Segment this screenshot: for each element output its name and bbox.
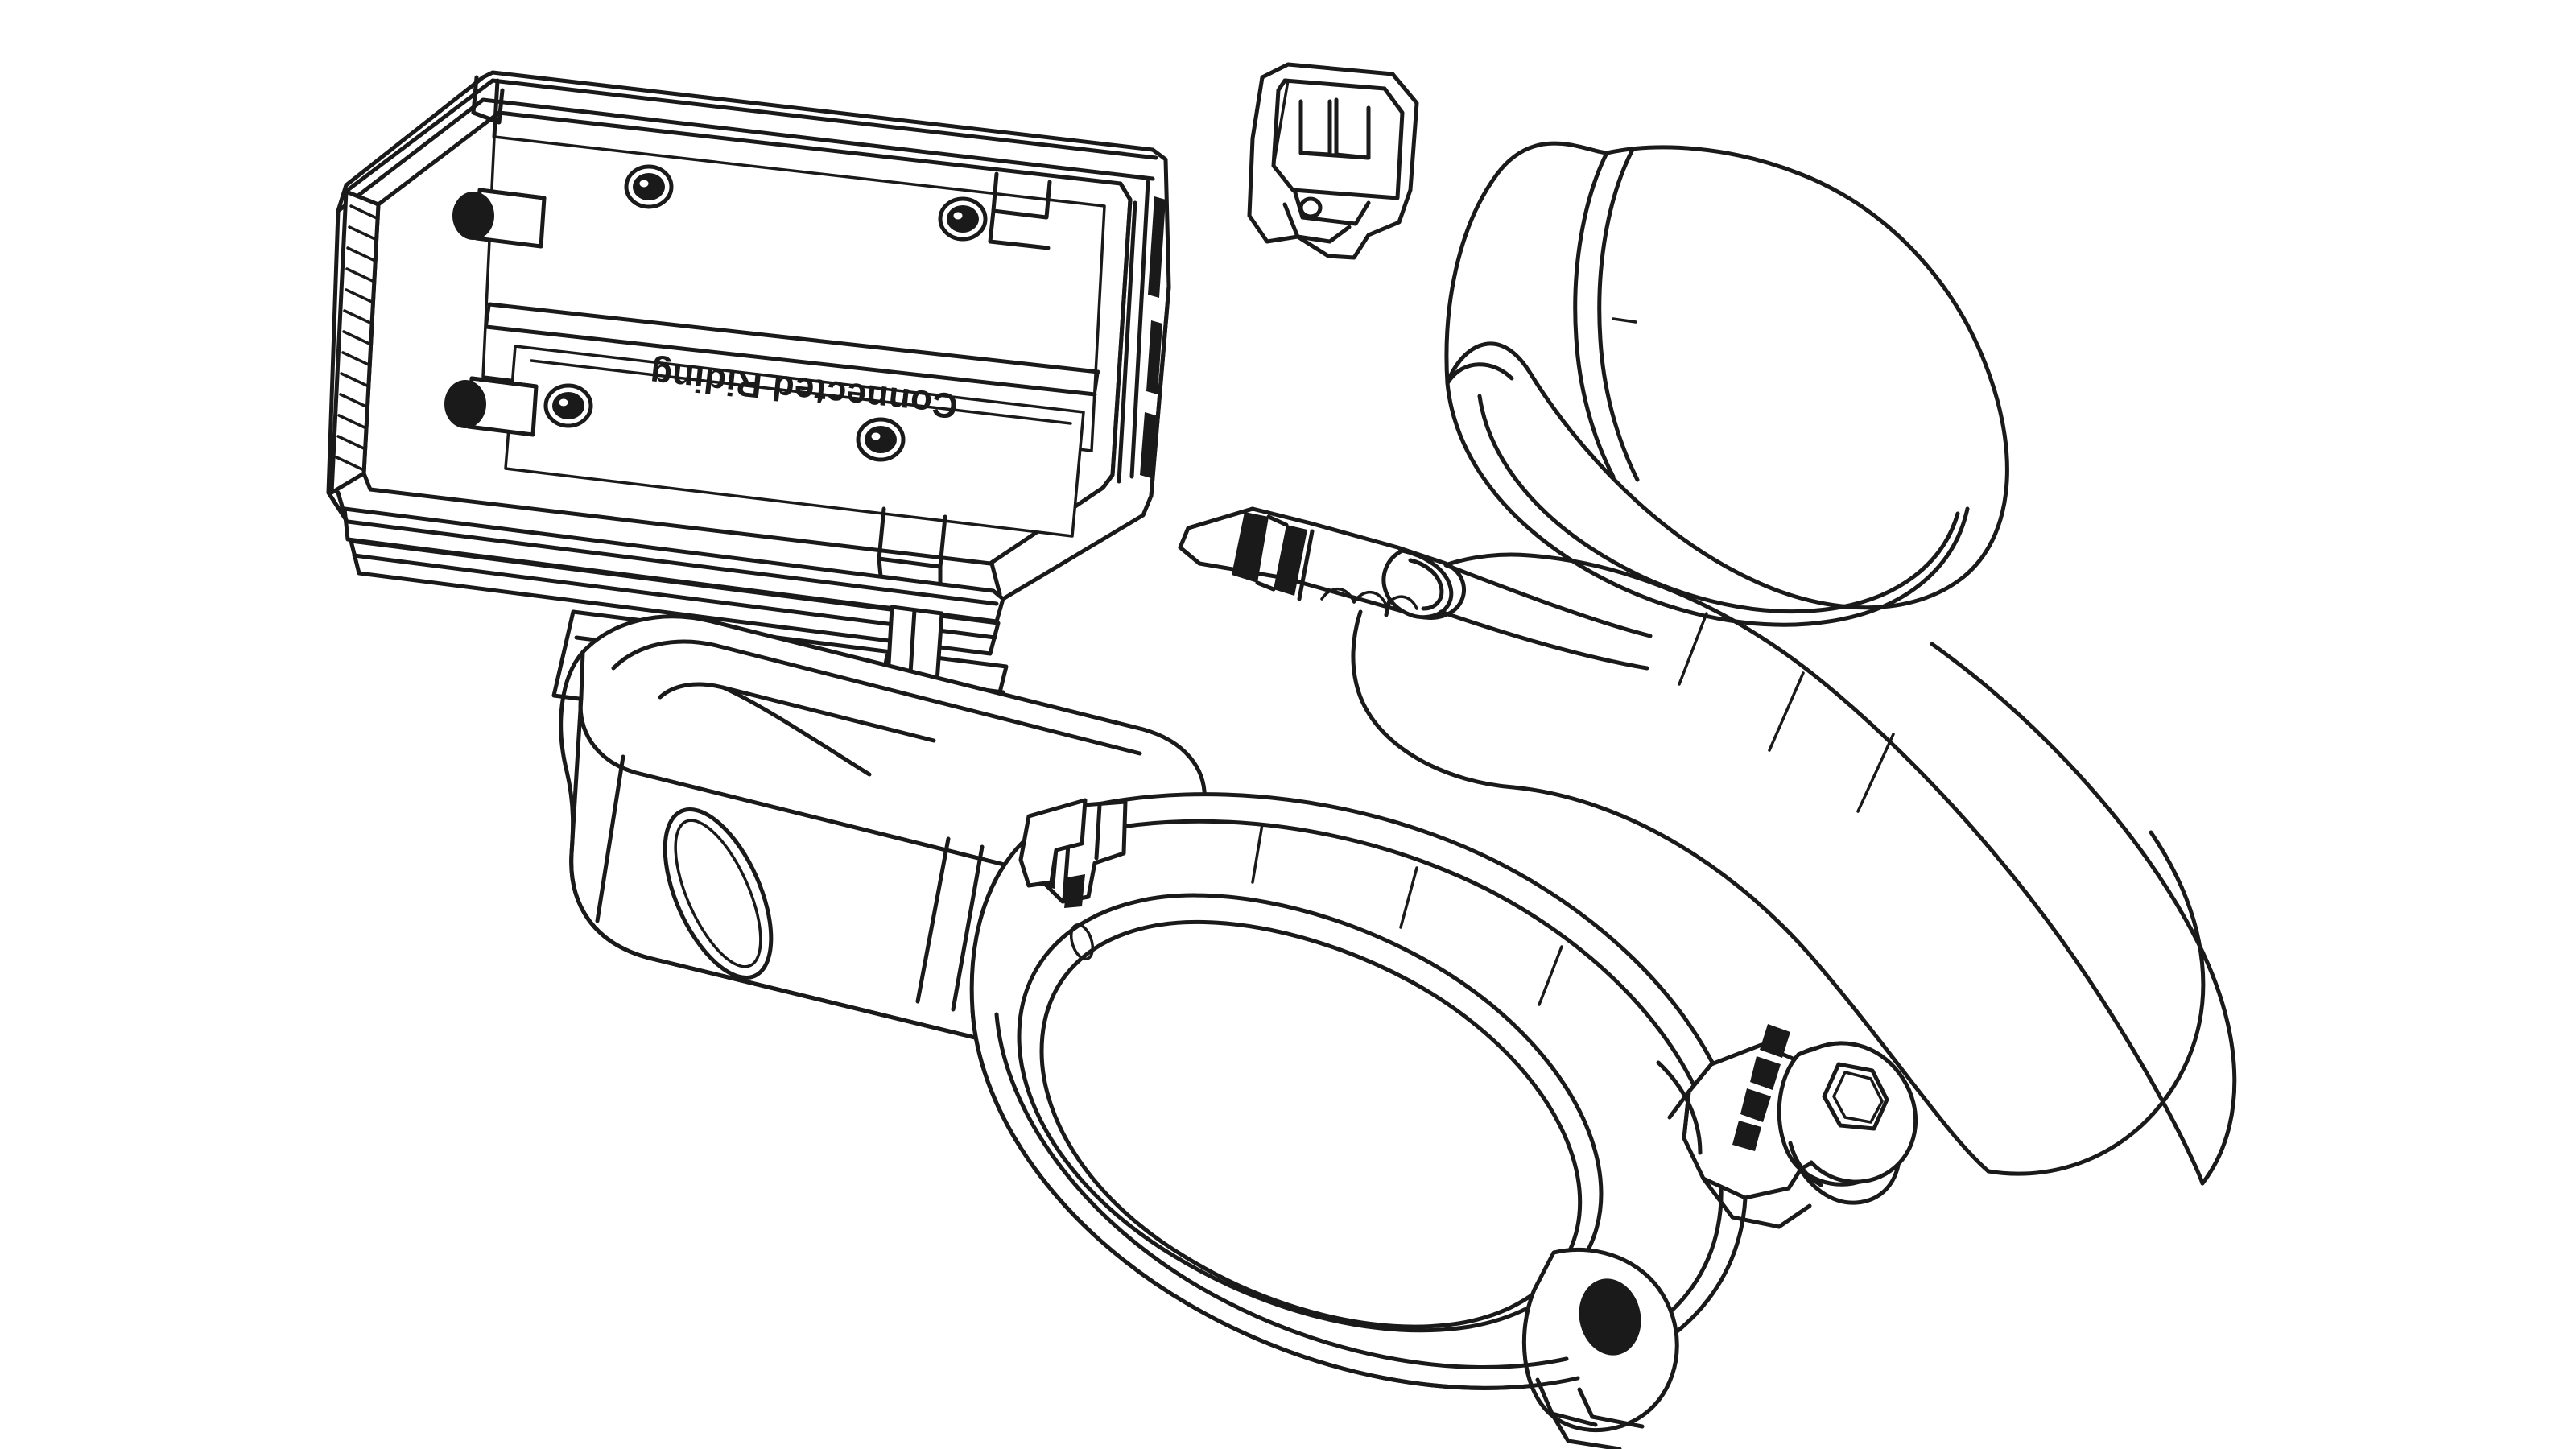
- knurl-detail: [1732, 1024, 1790, 1151]
- vent-ribs: [335, 204, 380, 472]
- retaining-clip: [1247, 62, 1419, 260]
- mount-clamp-assembly: [551, 605, 1918, 1449]
- device-module: Connected Riding: [326, 70, 1171, 656]
- rubber-band: [1444, 141, 2009, 627]
- cable-loop: [1351, 552, 2237, 1186]
- screw-boss-group: [543, 164, 988, 462]
- cable-connector: [1178, 506, 1653, 671]
